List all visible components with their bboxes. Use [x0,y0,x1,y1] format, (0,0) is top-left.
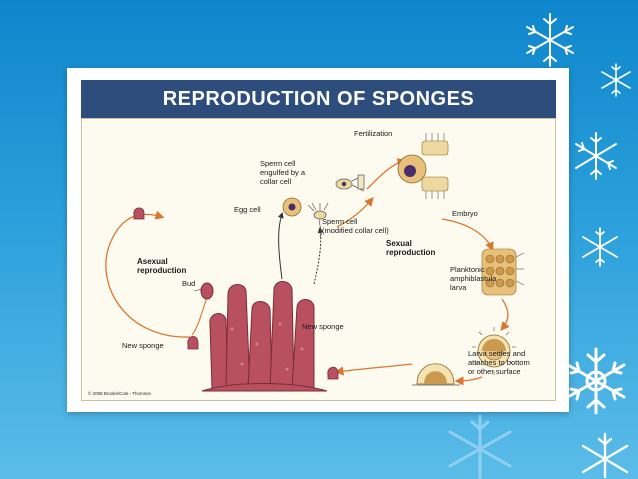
snowflake-icon [581,432,629,478]
sponge-to-sperm-arrow [313,227,324,285]
label-asexual-reproduction: Asexual reproduction [137,257,187,275]
snowflake-icon [575,132,617,180]
fertilization-to-embryo-arrow [441,218,494,252]
embryo [481,248,525,296]
label-embryo: Embryo [452,209,478,218]
label-fertilization: Fertilization [354,129,393,138]
amphiblastula-larva [472,327,516,375]
sponge-to-egg-arrow [277,212,284,280]
sponge-reproduction-diagram: Fertilization Sperm cell engulfed by a c… [81,118,556,401]
label-sexual-reproduction: Sexual reproduction [386,239,436,257]
diagram-artwork [105,133,525,392]
larva-to-settle-arrow [454,376,483,386]
parent-sponge [200,281,328,392]
settled-larva [412,363,460,386]
egg-cell [282,197,302,217]
label-planktonic-larva: Planktonic amphiblastula larva [450,265,497,292]
label-new-sponge-left: New sponge [122,341,164,350]
label-new-sponge-right: New sponge [302,322,344,331]
slide-card: REPRODUCTION OF SPONGES [67,68,569,412]
copyright-notice: © 2008 Brooks/Cole - Thomson [88,391,152,396]
label-egg-cell: Egg cell [234,205,261,214]
new-sponge-right [327,366,339,380]
snowflake-icon [582,227,618,267]
snowflake-icon [566,347,626,415]
slide-title: REPRODUCTION OF SPONGES [81,80,556,118]
sperm-cell [307,202,329,238]
engulfed-collar-cell [335,174,365,192]
snowflake-icon [448,414,512,479]
bud-arrow [191,296,208,336]
fertilization-cell [397,133,449,199]
new-sponge-left [187,336,199,350]
label-bud: Bud [182,279,196,288]
sperm-cell-to-egg-arrow [336,197,374,228]
embryo-to-larva-arrow [500,298,510,332]
snowflake-icon [601,63,631,97]
settle-to-new-sponge-arrow [334,363,413,376]
asexual-cycle-arrow [105,210,191,338]
bud-pointer [193,288,203,292]
label-larva-settles: Larva settles and attaches to bottom or … [468,349,530,376]
bud-top-left [133,207,145,220]
label-sperm-engulfed: Sperm cell engulfed by a collar cell [260,159,306,186]
label-sperm-cell: Sperm cell (modified collar cell) [322,217,389,235]
snowflake-icon [526,13,574,67]
